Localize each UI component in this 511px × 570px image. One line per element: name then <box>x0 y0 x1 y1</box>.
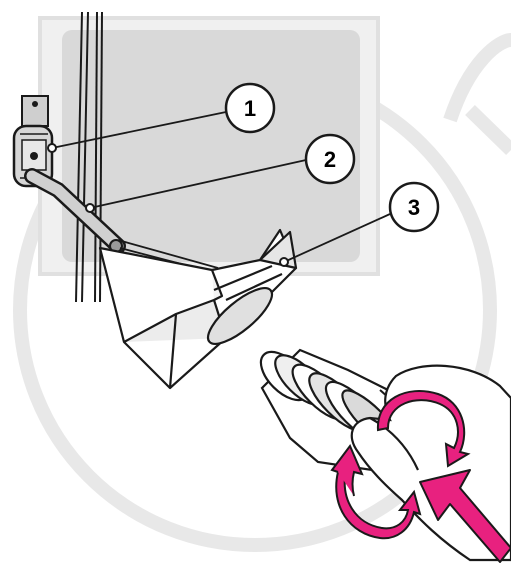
callout-3: 3 <box>390 183 438 231</box>
callout-1: 1 <box>226 84 274 132</box>
callout-2: 2 <box>306 135 354 183</box>
callout-1-label: 1 <box>244 96 256 121</box>
callout-3-label: 3 <box>408 195 420 220</box>
callout-2-label: 2 <box>324 147 336 172</box>
